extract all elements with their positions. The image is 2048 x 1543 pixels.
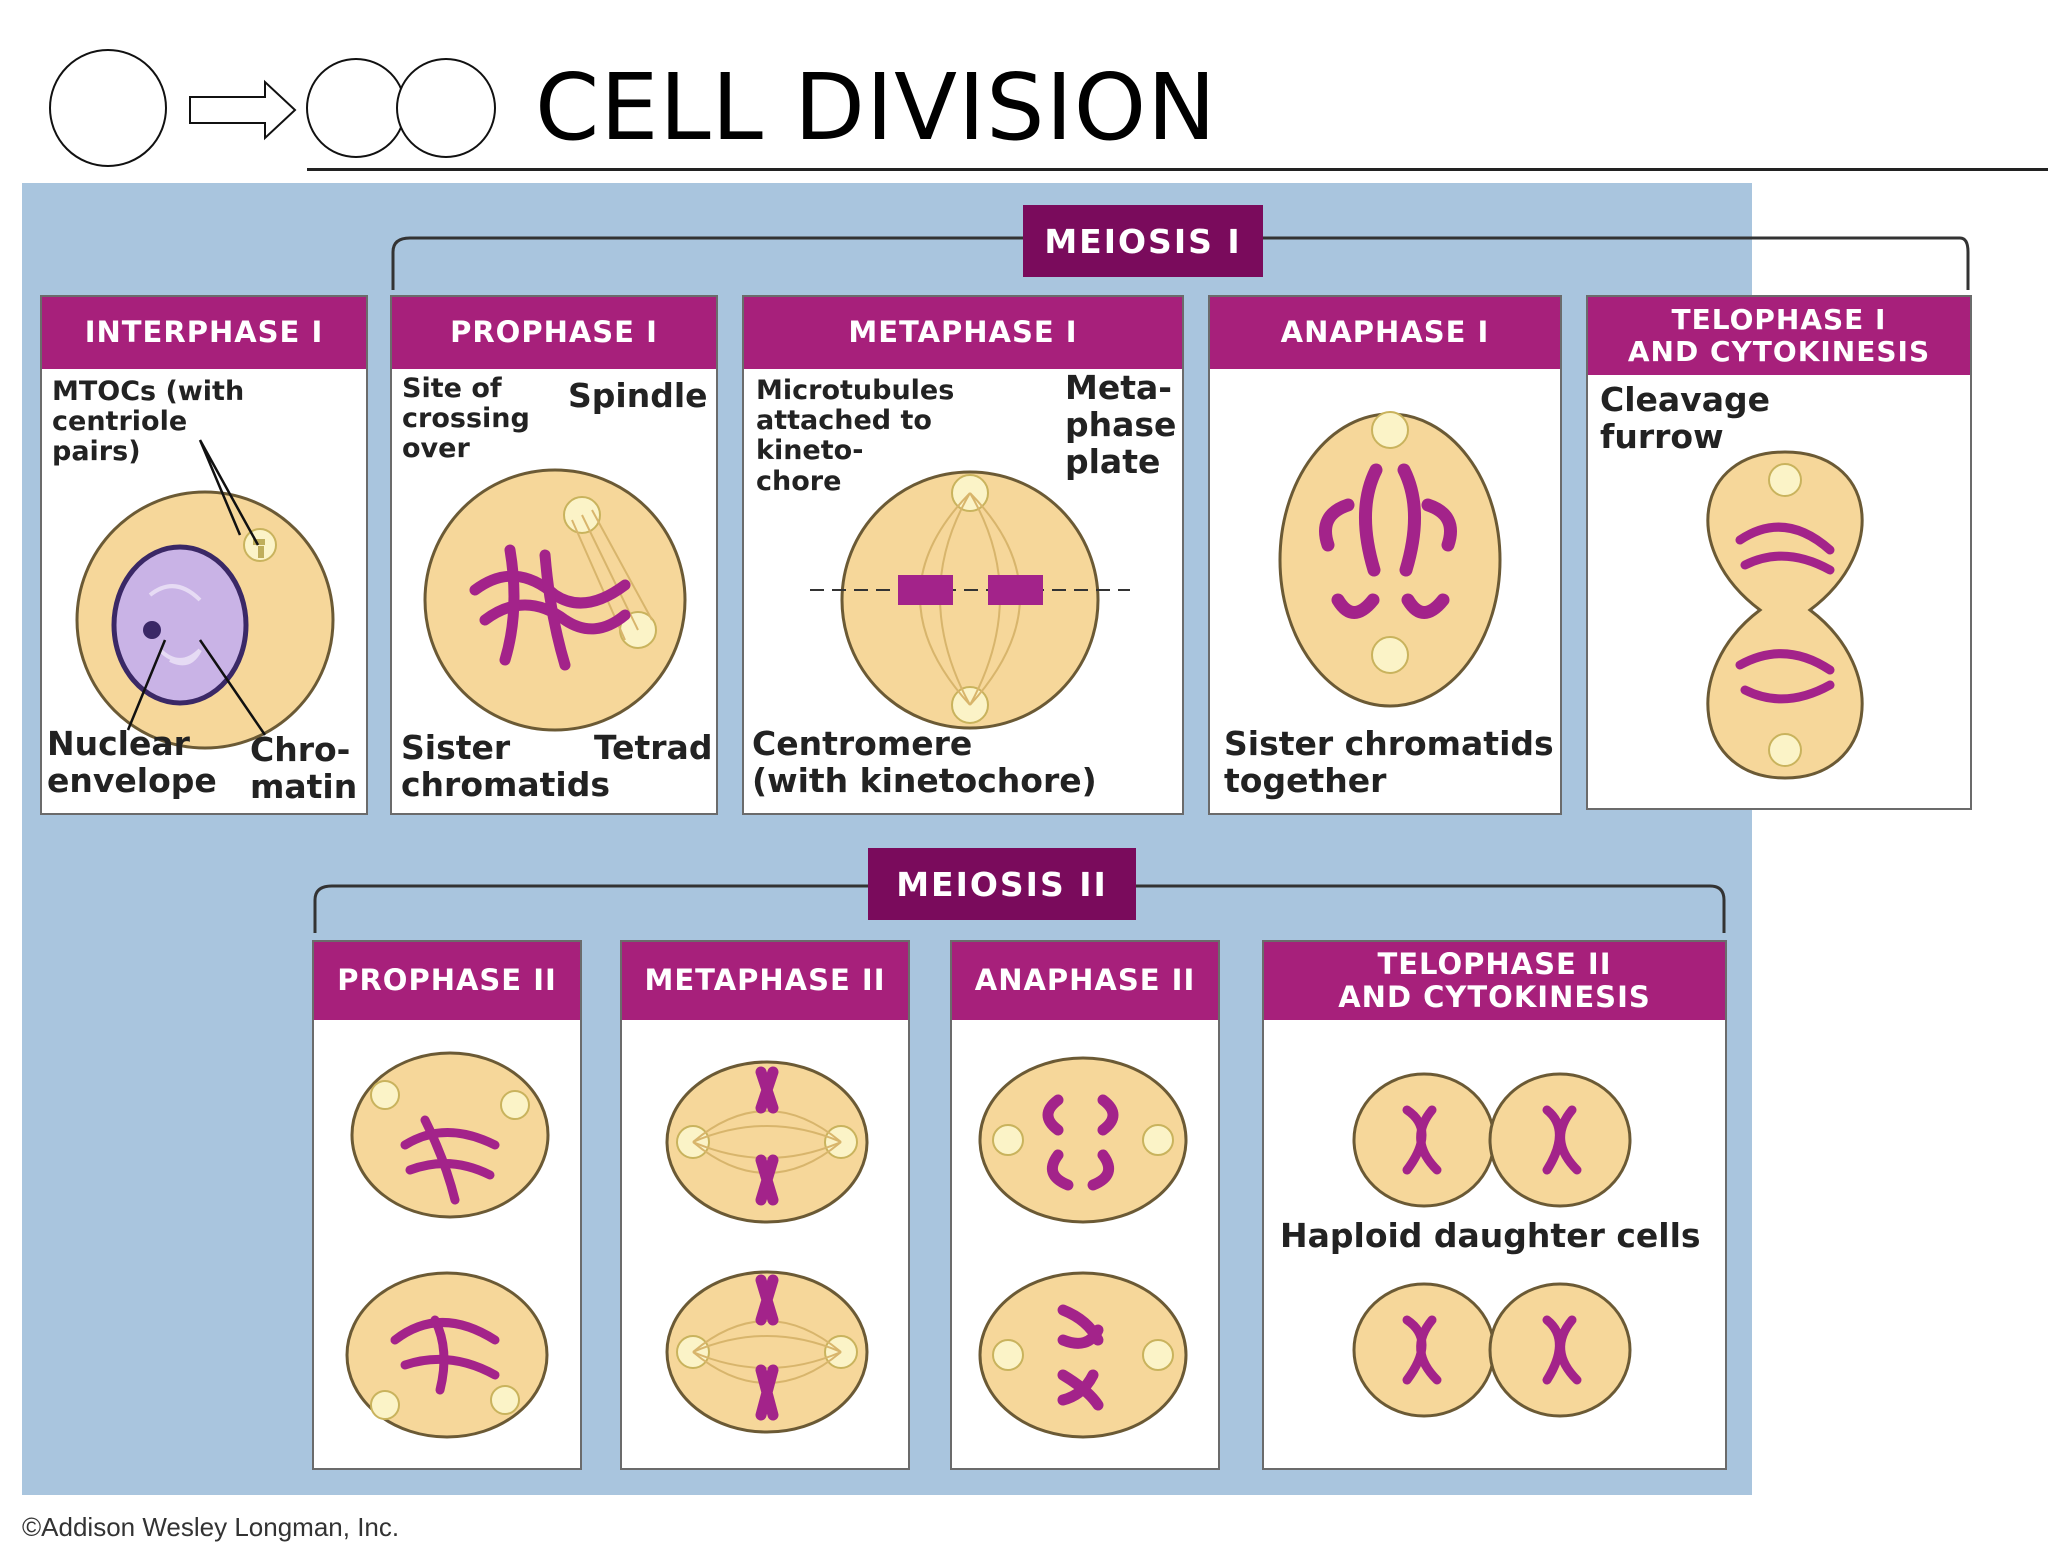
label-metaphase-plate: Meta- phase plate xyxy=(1065,368,1177,481)
card-telophase-2: TELOPHASE II AND CYTOKINESIS xyxy=(1262,940,1727,1470)
card-header: METAPHASE I xyxy=(744,297,1182,369)
label-tetrad: Tetrad xyxy=(594,728,713,767)
anaphase2-cell-bottom xyxy=(978,1271,1188,1439)
title-rule xyxy=(307,168,2048,171)
anaphase2-cell-top xyxy=(978,1056,1188,1224)
card-header: TELOPHASE II AND CYTOKINESIS xyxy=(1264,942,1725,1020)
telophase1-cell-drawing xyxy=(1706,450,1864,780)
label-centromere: Centromere (with kinetochore) xyxy=(752,724,1097,800)
prophase2-cell-top xyxy=(350,1051,550,1219)
card-header: PROPHASE II xyxy=(314,942,580,1020)
card-header: PROPHASE I xyxy=(392,297,716,369)
label-nuclear-envelope: Nuclear envelope xyxy=(47,724,217,800)
card-header: INTERPHASE I xyxy=(42,297,366,369)
metaphase2-cell-bottom xyxy=(665,1270,869,1434)
prophase1-cell-drawing xyxy=(423,468,687,732)
label-spindle: Spindle xyxy=(568,376,708,415)
label-site-of-crossing: Site of crossing over xyxy=(402,373,530,465)
anaphase1-cell-drawing xyxy=(1278,411,1502,708)
label-haploid-daughter-cells: Haploid daughter cells xyxy=(1280,1216,1701,1255)
label-cleavage-furrow: Cleavage furrow xyxy=(1600,380,1770,456)
label-microtubules: Microtubules attached to kineto- chore xyxy=(756,375,955,497)
card-metaphase-2: METAPHASE II xyxy=(620,940,910,1470)
label-mtocs: MTOCs (with centriole pairs) xyxy=(52,376,245,468)
prophase2-cell-bottom xyxy=(345,1271,549,1439)
parent-cell-circle xyxy=(49,49,167,167)
division-arrow-icon xyxy=(189,79,297,141)
label-sister-chromatids-together: Sister chromatids together xyxy=(1224,724,1554,800)
daughter-cell-circle-1 xyxy=(306,58,406,158)
label-sister-chromatids-1: Sister chromatids xyxy=(401,728,611,804)
card-header: TELOPHASE I AND CYTOKINESIS xyxy=(1588,297,1970,375)
card-header: METAPHASE II xyxy=(622,942,908,1020)
daughter-cell-circle-2 xyxy=(396,58,496,158)
card-header: ANAPHASE I xyxy=(1210,297,1560,369)
cell-division-logo xyxy=(49,49,496,167)
page-title: CELL DIVISION xyxy=(535,54,1217,161)
interphase-cell-drawing xyxy=(75,490,335,750)
metaphase1-cell-drawing xyxy=(810,470,1130,730)
copyright-text: ©Addison Wesley Longman, Inc. xyxy=(22,1512,400,1542)
card-header: ANAPHASE II xyxy=(952,942,1218,1020)
meiosis2-badge: MEIOSIS II xyxy=(868,848,1136,920)
metaphase2-cell-top xyxy=(665,1060,869,1224)
label-chromatin: Chro- matin xyxy=(250,730,358,806)
telophase2-cells-bottom xyxy=(1352,1282,1632,1418)
telophase2-cells-top xyxy=(1352,1072,1632,1208)
meiosis1-badge: MEIOSIS I xyxy=(1023,205,1263,277)
